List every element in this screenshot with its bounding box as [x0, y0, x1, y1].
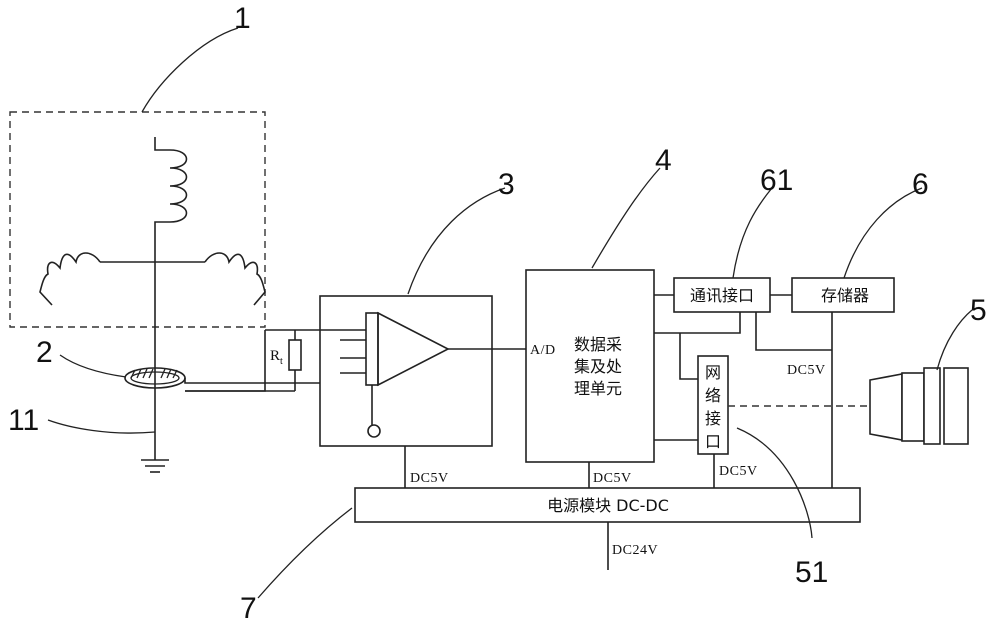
ref-5: 5	[970, 294, 987, 327]
dc5v-dpu: DC5V	[593, 471, 632, 486]
amp-ref-terminal	[367, 424, 381, 438]
comm-interface-label: 通讯接口	[690, 286, 754, 305]
dpu-label-line2: 集及处	[574, 357, 622, 376]
dc24v-input: DC24V	[612, 543, 658, 558]
ref-51: 51	[795, 556, 828, 589]
ref-11: 11	[8, 404, 39, 437]
amp-input-bar	[365, 312, 379, 386]
ref-61: 61	[760, 164, 793, 197]
network-interface-box	[697, 355, 729, 455]
dc5v-right: DC5V	[787, 363, 826, 378]
net-char-1: 网	[705, 363, 721, 382]
amplifier-triangle	[377, 311, 450, 387]
transformer-top-coil	[154, 137, 188, 262]
power-module-label: 电源模块 DC-DC	[547, 496, 669, 515]
power-rails	[404, 446, 715, 570]
storage-box	[791, 277, 895, 313]
ref-2: 2	[36, 336, 53, 369]
net-char-3: 接	[705, 409, 721, 428]
ref-7: 7	[240, 592, 257, 625]
ref-6: 6	[912, 168, 929, 201]
net-char-4: 口	[705, 432, 721, 451]
camera-icon	[869, 367, 969, 445]
dpu-comm-storage-wires	[654, 294, 833, 488]
ref-1: 1	[234, 2, 251, 35]
ground-icon	[141, 459, 169, 473]
transformer-right-coil	[204, 252, 266, 306]
dpu-label-line1: 数据采	[574, 335, 622, 354]
dc5v-amp: DC5V	[410, 471, 449, 486]
dpu-label-line3: 理单元	[574, 379, 622, 398]
storage-label: 存储器	[821, 286, 869, 305]
rt-resistor	[288, 339, 302, 371]
amp-wires	[320, 329, 492, 374]
leader-lines	[47, 27, 973, 599]
transformer-left-coil	[39, 252, 101, 306]
dc5v-net: DC5V	[719, 464, 758, 479]
data-processing-unit	[525, 269, 655, 463]
sensor-leads	[184, 378, 320, 392]
ad-label: A/D	[530, 343, 556, 358]
power-module	[354, 487, 861, 523]
transformer-enclosure	[9, 111, 266, 328]
rt-label: Rt	[270, 348, 283, 367]
rt-wiring	[185, 329, 320, 392]
ref-3: 3	[498, 168, 515, 201]
net-char-2: 络	[705, 386, 721, 405]
ref-4: 4	[655, 144, 672, 177]
